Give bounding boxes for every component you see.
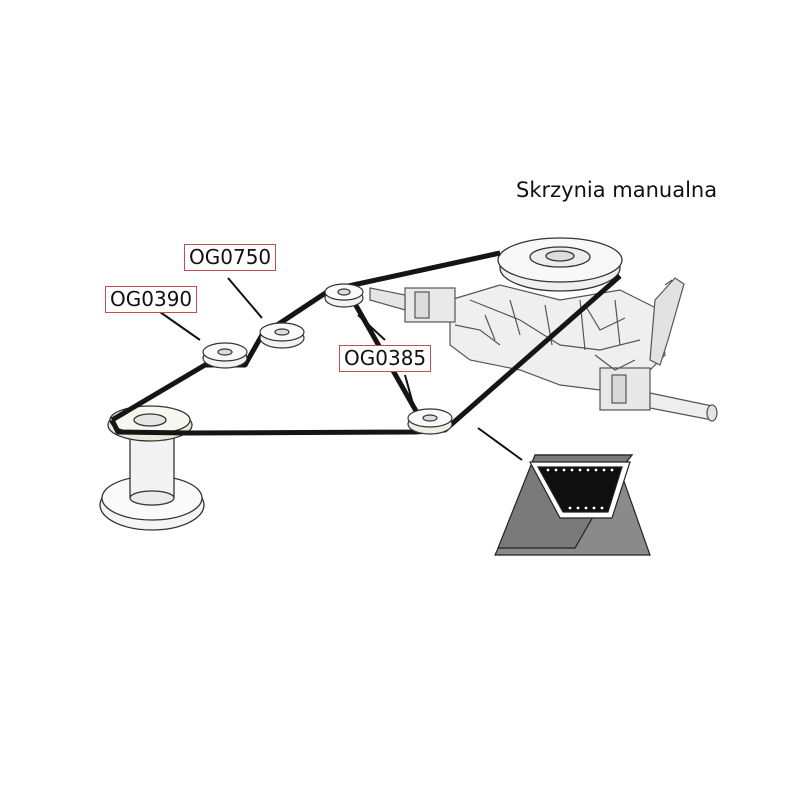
engine-pulley [99, 405, 205, 531]
diagram-title: Skrzynia manualna [516, 178, 718, 202]
idler-pulley-upper [324, 283, 364, 308]
idler-pulley-og0390 [202, 342, 248, 369]
idler-pulley-og0385 [407, 408, 453, 435]
gearbox-pulley [497, 237, 623, 292]
leader-lines [159, 277, 523, 461]
gearbox [369, 277, 718, 422]
idler-pulley-og0750 [259, 322, 305, 349]
part-label-og0385: OG0385 [339, 345, 432, 372]
part-label-og0390: OG0390 [105, 286, 198, 313]
part-label-og0750: OG0750 [184, 244, 277, 271]
belt-cross-section [494, 454, 651, 556]
